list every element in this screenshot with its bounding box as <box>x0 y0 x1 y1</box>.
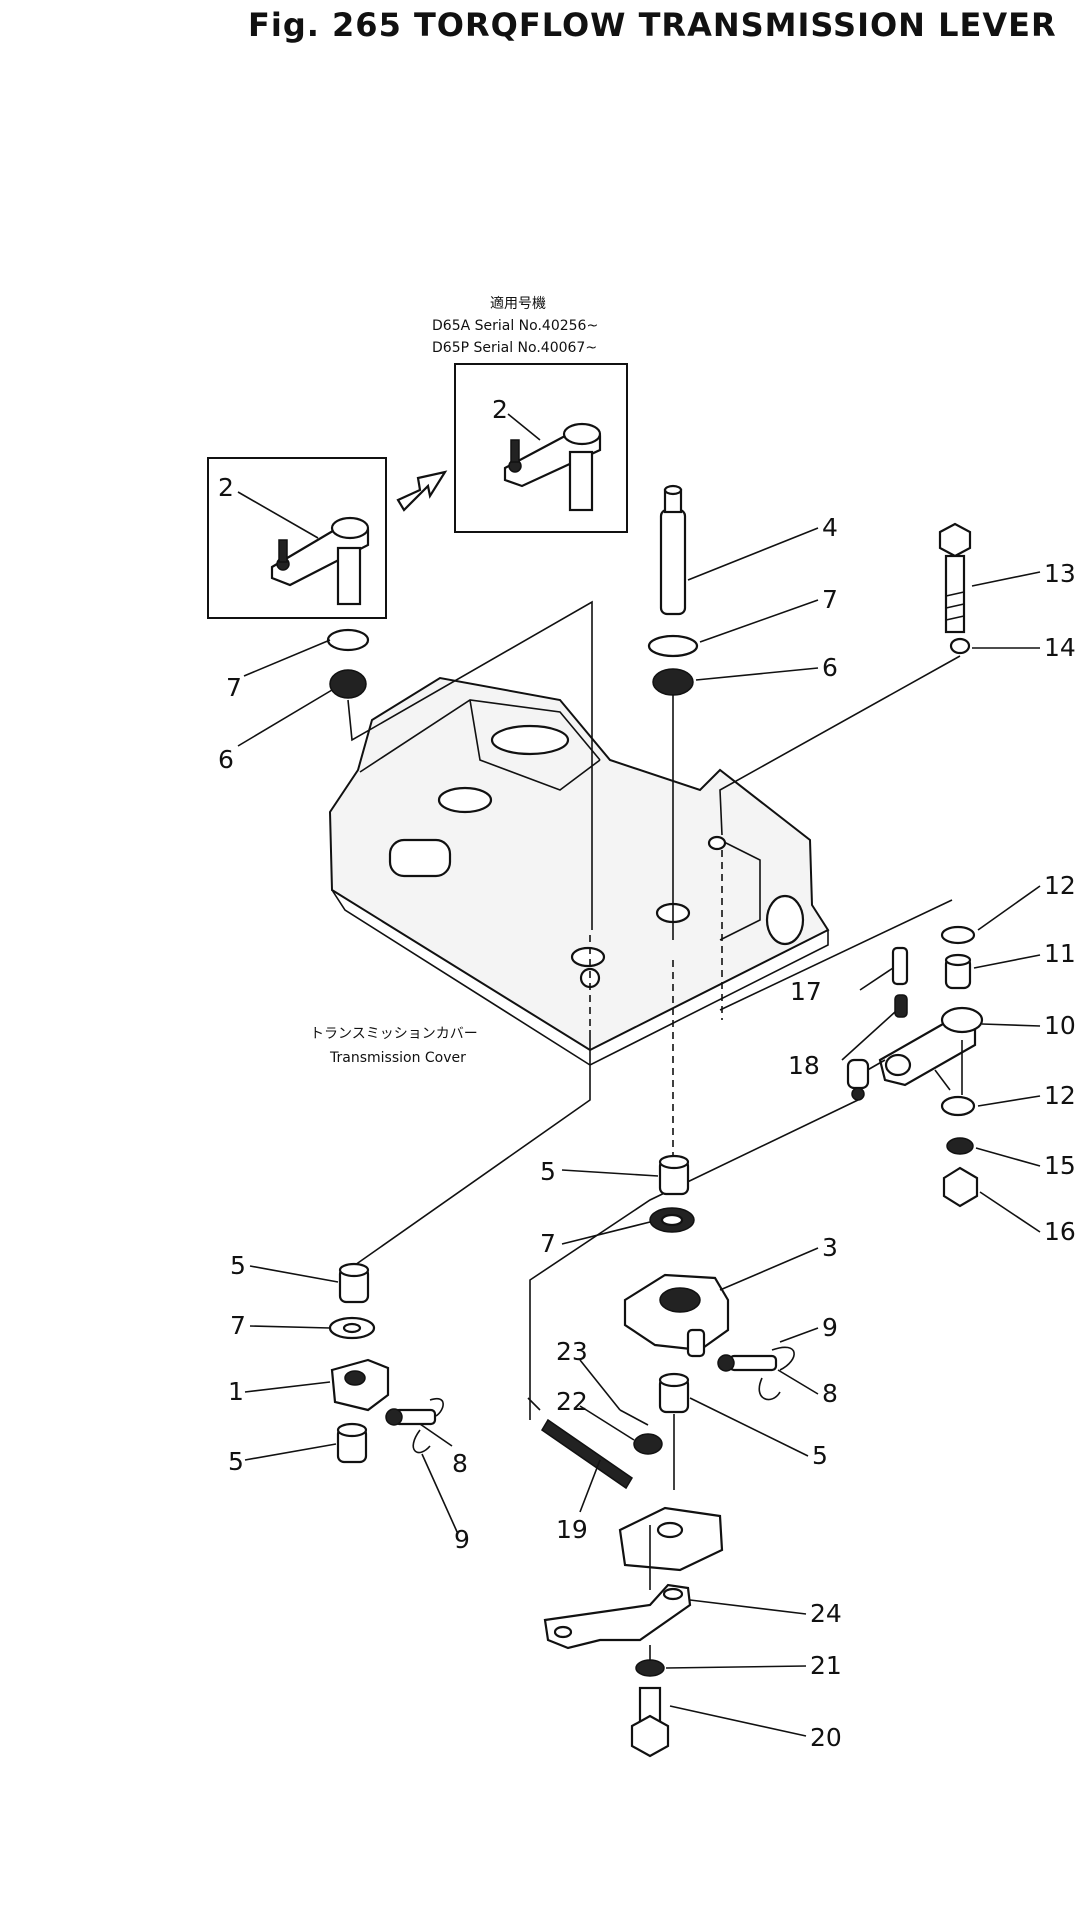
callout-14: 14 <box>1044 633 1076 662</box>
spring-part-19 <box>527 1397 634 1490</box>
inset-arrow <box>396 470 448 512</box>
callout-8-left: 8 <box>452 1449 468 1478</box>
callout-7-upper-right: 7 <box>822 585 838 614</box>
callout-5-center: 5 <box>540 1157 556 1186</box>
callout-11: 11 <box>1044 939 1076 968</box>
callout-15: 15 <box>1044 1151 1076 1180</box>
callout-8-right: 8 <box>822 1379 838 1408</box>
washer-part-12-upper <box>940 925 976 945</box>
bushing-part-5-left-upper <box>338 1262 370 1304</box>
callout-5-lower-center: 5 <box>812 1441 828 1470</box>
bushing-part-5-center <box>658 1154 690 1196</box>
bolt-part-8-left <box>385 1397 444 1454</box>
page-title: Fig. 265 TORQFLOW TRANSMISSION LEVER <box>248 6 1057 44</box>
housing-part-3 <box>623 1273 730 1358</box>
callout-12-lower: 12 <box>1044 1081 1076 1110</box>
callout-20: 20 <box>810 1723 842 1752</box>
callout-7-upper-left: 7 <box>226 673 242 702</box>
inset-note-line1: D65A Serial No.40256~ <box>432 318 598 334</box>
callout-13: 13 <box>1044 559 1076 588</box>
washer-part-7-upper-right <box>647 634 699 658</box>
callout-7-center: 7 <box>540 1229 556 1258</box>
bracket-base <box>618 1506 724 1590</box>
inset-note-line2: D65P Serial No.40067~ <box>432 340 597 356</box>
leader-lines <box>237 413 1041 1737</box>
callout-6-upper-right: 6 <box>822 653 838 682</box>
plate-part-24 <box>543 1583 692 1650</box>
shaft-part-4 <box>659 484 687 616</box>
callout-2-left: 2 <box>218 473 234 502</box>
seal-part-6-upper-right <box>652 668 694 696</box>
cover-label-jp: トランスミッションカバー <box>310 1026 478 1042</box>
callout-9-right: 9 <box>822 1313 838 1342</box>
callout-2-right: 2 <box>492 395 508 424</box>
callout-16: 16 <box>1044 1217 1076 1246</box>
lever-part-2-left <box>270 516 370 606</box>
washer-part-7-upper-left <box>326 628 370 652</box>
nut-part-16 <box>942 1166 979 1208</box>
callout-3: 3 <box>822 1233 838 1262</box>
bushing-part-11 <box>944 953 972 990</box>
lever-part-2-right <box>503 422 602 512</box>
bolt-part-8-right <box>717 1346 795 1401</box>
rod-end <box>846 1058 870 1101</box>
callout-4: 4 <box>822 513 838 542</box>
washer-part-15 <box>946 1137 974 1155</box>
inset-box-right <box>454 363 628 533</box>
pin-part-23 <box>619 1409 649 1426</box>
callout-5-left-lower: 5 <box>228 1447 244 1476</box>
bushing-part-5-left-lower <box>336 1422 368 1464</box>
washer-part-14 <box>949 637 971 655</box>
bushing-part-5-lower-center <box>658 1372 690 1414</box>
callout-22: 22 <box>556 1387 588 1416</box>
pin-part-18 <box>894 994 908 1018</box>
lever-part-10 <box>849 1006 984 1087</box>
callout-24: 24 <box>810 1599 842 1628</box>
callout-1: 1 <box>228 1377 244 1406</box>
washer-part-21 <box>635 1659 665 1677</box>
collar-part-22 <box>633 1433 663 1455</box>
callout-5-left-upper: 5 <box>230 1251 246 1280</box>
seal-part-6-upper-left <box>329 669 367 699</box>
callout-12-upper: 12 <box>1044 871 1076 900</box>
callout-10: 10 <box>1044 1011 1076 1040</box>
callout-18: 18 <box>788 1051 820 1080</box>
inset-box-left <box>207 457 387 619</box>
transmission-cover <box>328 676 953 1066</box>
callout-21: 21 <box>810 1651 842 1680</box>
callout-9-left: 9 <box>454 1525 470 1554</box>
callout-17: 17 <box>790 977 822 1006</box>
pin-part-17 <box>891 946 909 986</box>
inset-note-jp: 適用号機 <box>490 295 546 312</box>
bolt-part-13 <box>938 522 972 634</box>
callout-7-left: 7 <box>230 1311 246 1340</box>
cover-label-en: Transmission Cover <box>329 1050 466 1066</box>
callout-6-upper-left: 6 <box>218 745 234 774</box>
callout-23: 23 <box>556 1337 588 1366</box>
callout-19: 19 <box>556 1515 588 1544</box>
washer-part-12-lower <box>940 1095 976 1117</box>
bolt-part-20 <box>630 1686 670 1758</box>
lever-part-1 <box>330 1358 390 1412</box>
